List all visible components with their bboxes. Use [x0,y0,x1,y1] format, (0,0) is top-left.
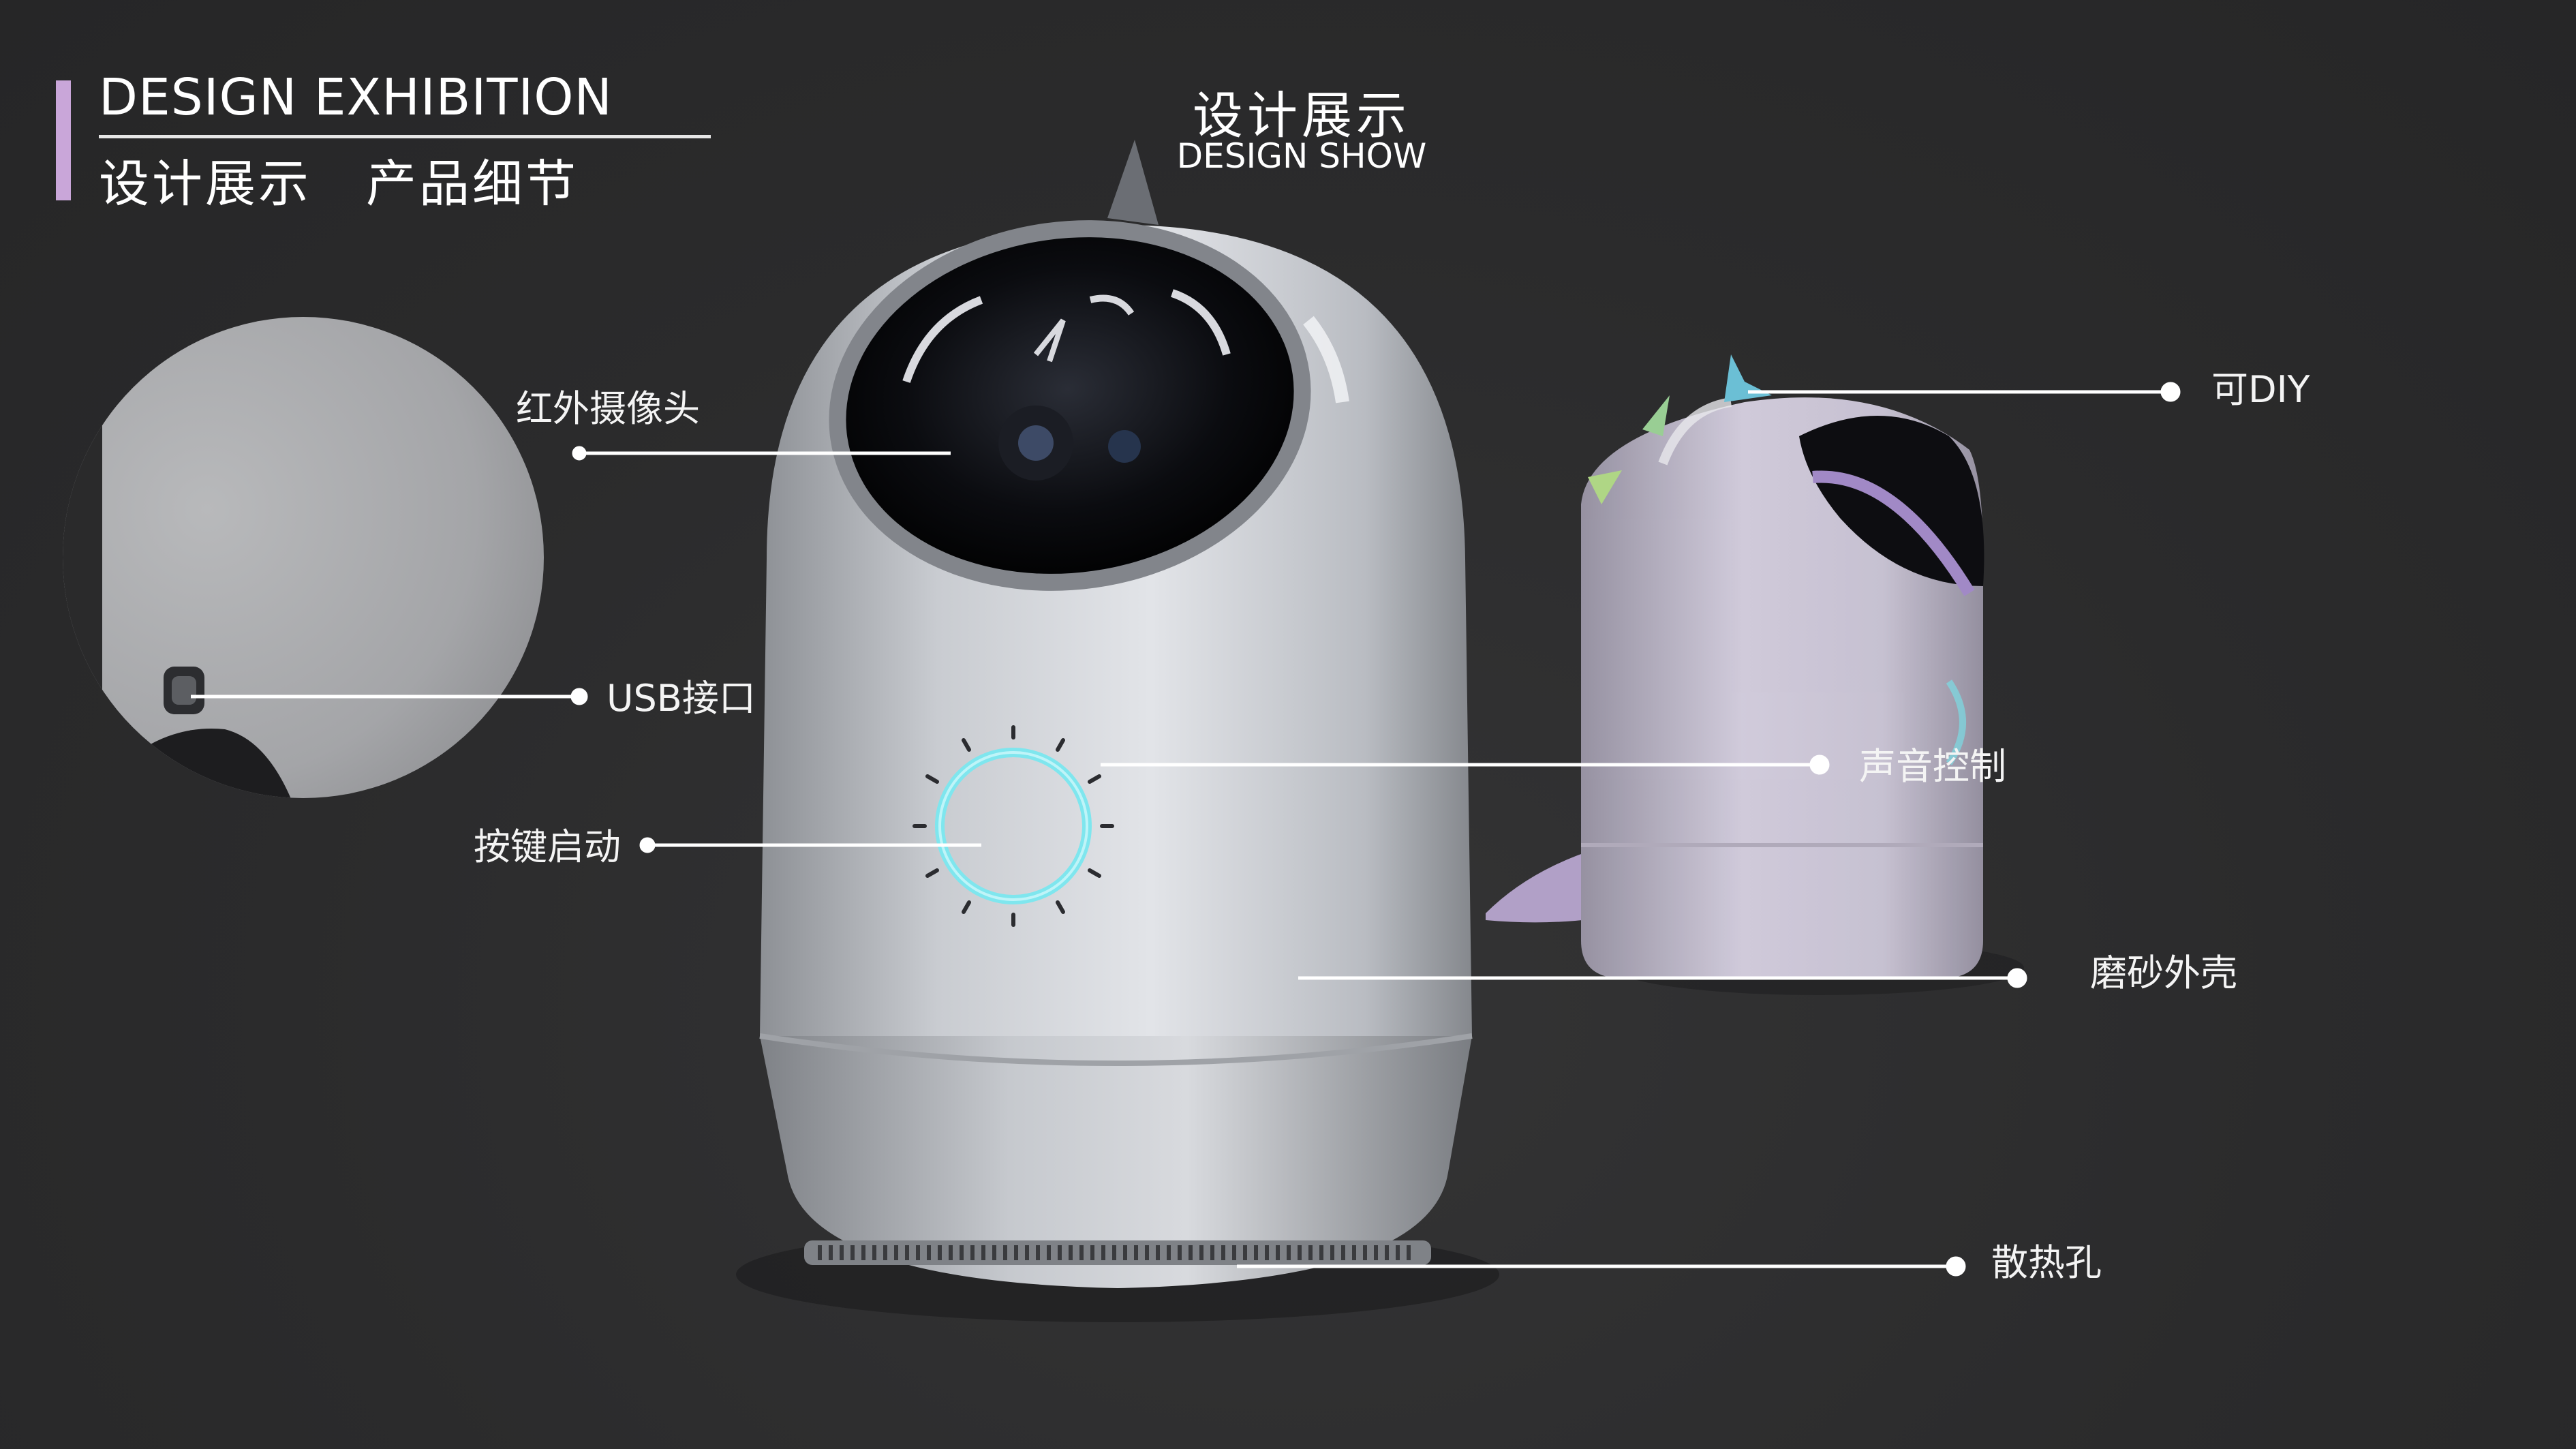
callout-frosted-shell: 磨砂外壳 [2090,951,2237,994]
header-title-cn-2: 产品细节 [366,155,579,213]
accent-bar [56,80,71,200]
callout-diy: 可DIY [2211,368,2310,411]
center-title-en: DESIGN SHOW [1176,136,1427,176]
header-title-cn: 设计展示产品细节 [99,143,579,216]
secondary-camera [1486,354,2024,995]
touch-ring-graphic [913,725,1114,927]
callout-vent-holes: 散热孔 [1991,1241,2102,1284]
center-title-cn: 设计展示 [1193,87,1411,145]
callout-voice-control: 声音控制 [1859,745,2006,788]
callout-button-start: 按键启动 [474,825,621,868]
header-divider [99,135,711,138]
usb-detail-inset [63,317,544,798]
callout-infrared-camera: 红外摄像头 [516,387,700,430]
header-title-en: DESIGN EXHIBITION [99,68,613,127]
vent-holes-graphic [804,1240,1431,1265]
main-camera [759,140,1473,1288]
callout-usb-port: USB接口 [607,677,756,720]
header-title-cn-1: 设计展示 [99,155,311,213]
callout-lines [191,382,2181,1277]
